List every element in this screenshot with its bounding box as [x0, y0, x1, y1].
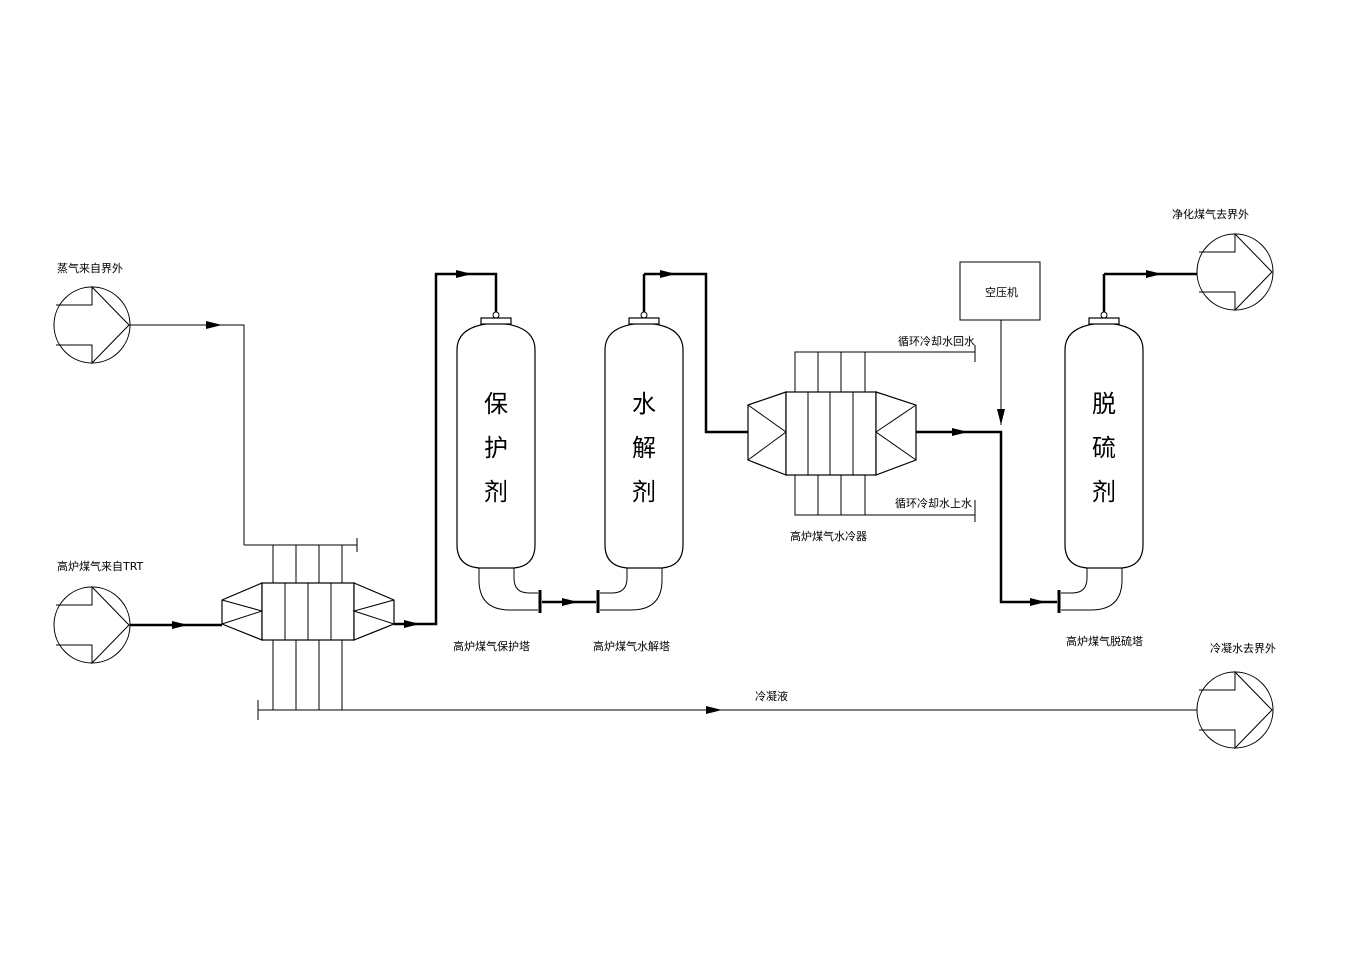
- hydrolysis-char-1: 水: [632, 390, 656, 418]
- protection-tower-caption: 高炉煤气保护塔: [453, 639, 530, 653]
- protection-char-3: 剂: [484, 478, 508, 506]
- desulfur-char-3: 剂: [1092, 478, 1116, 506]
- clean-gas-outlet-label: 净化煤气去界外: [1172, 207, 1249, 221]
- protection-char-1: 保: [484, 390, 508, 418]
- protection-tower: [456, 303, 542, 613]
- condensate-outlet-label: 冷凝水去界外: [1210, 641, 1276, 655]
- air-compressor-box: [959, 261, 1041, 321]
- bf-gas-source-symbol: [53, 585, 131, 665]
- hydrolysis-char-2: 解: [632, 434, 656, 462]
- cooling-water-supply-line: [865, 500, 976, 522]
- hydrolysis-char-3: 剂: [632, 478, 656, 506]
- steam-line: [130, 324, 245, 545]
- cooler-to-desulfur-line: [916, 430, 1057, 604]
- desulfur-char-2: 硫: [1092, 434, 1116, 462]
- cooling-water-supply-label: 循环冷却水上水: [895, 497, 972, 510]
- cooling-water-return-label: 循环冷却水回水: [898, 335, 975, 348]
- bf-gas-source-label: 高炉煤气来自TRT: [57, 559, 144, 573]
- cooling-water-return-line: [865, 345, 976, 362]
- gas-heater-exchanger: [221, 538, 395, 710]
- hydrolysis-tower: [596, 274, 684, 613]
- condensate-line-label: 冷凝液: [755, 689, 788, 703]
- steam-source-label: 蒸气来自界外: [57, 261, 123, 275]
- condensate-outlet-symbol: [1196, 670, 1274, 750]
- desulfur-tower: [1057, 274, 1144, 613]
- water-cooler-caption: 高炉煤气水冷器: [790, 529, 867, 543]
- clean-gas-outlet-symbol: [1196, 232, 1274, 312]
- steam-source-symbol: [53, 285, 131, 365]
- hydrolysis-tower-caption: 高炉煤气水解塔: [593, 639, 670, 653]
- desulfur-tower-caption: 高炉煤气脱硫塔: [1066, 634, 1143, 648]
- protection-char-2: 护: [484, 434, 508, 462]
- desulfur-char-1: 脱: [1092, 390, 1116, 418]
- air-compressor-label: 空压机: [985, 285, 1018, 299]
- water-cooler-exchanger: [747, 351, 917, 516]
